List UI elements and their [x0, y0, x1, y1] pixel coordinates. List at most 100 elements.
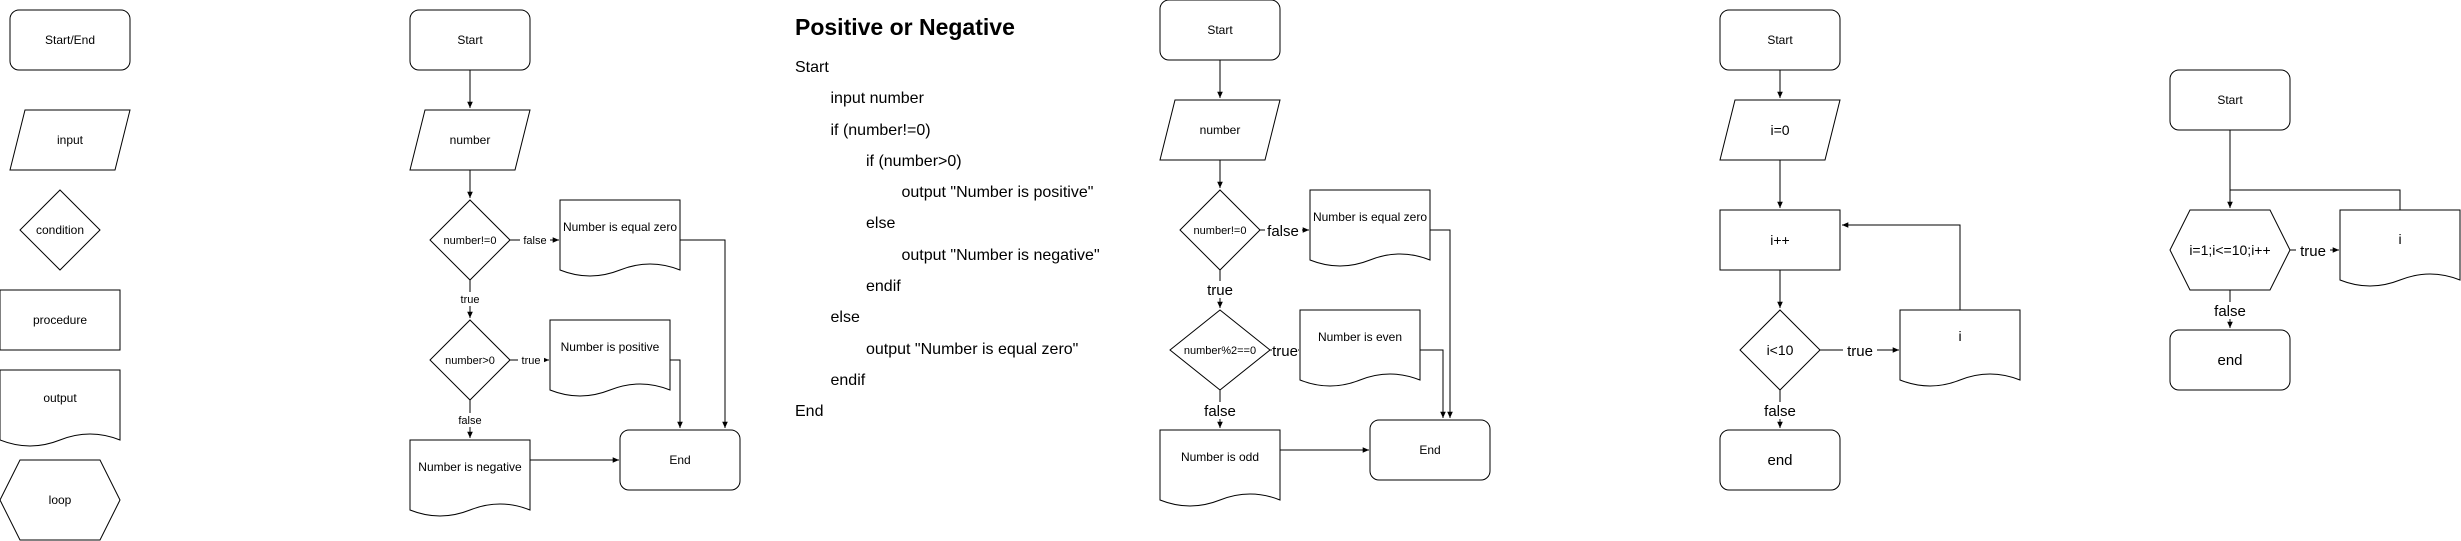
f2-cond2-false-label: false — [1204, 403, 1236, 420]
f2-start-node — [1159, 0, 1281, 61]
f2-cond2-true-bg — [1272, 342, 1298, 359]
f3-output-label: i — [1958, 328, 1961, 344]
f2-cond1-true-bg — [1203, 281, 1237, 298]
f4-start-node — [2169, 69, 2291, 131]
f4-output-label: i — [2398, 231, 2401, 247]
f3-increment-label: i++ — [1770, 232, 1789, 248]
pseudocode-line: else — [830, 309, 860, 327]
f1-start-label: Start — [457, 33, 483, 47]
f2-cond2-label: number%2==0 — [1184, 345, 1256, 357]
f3-init-node — [1719, 99, 1841, 161]
f2-cond1-label: number!=0 — [1194, 225, 1247, 237]
f1-arrow-positive-end — [670, 359, 683, 428]
pseudocode-line: endif — [830, 371, 866, 389]
f2-cond2-true-label: true — [1272, 343, 1298, 360]
f1-cond1-true-bg — [455, 292, 485, 306]
f2-out-even-label: Number is even — [1318, 330, 1402, 344]
legend-input-label: input — [57, 133, 84, 147]
f3-end-label: end — [1767, 452, 1792, 469]
pseudocode-line: endif — [866, 278, 901, 296]
f1-out-positive-label: Number is positive — [561, 340, 660, 354]
f4-loop-label: i=1;i<=10;i++ — [2189, 242, 2270, 258]
f2-arrow-even-end — [1420, 349, 1446, 418]
legend-procedure-label: procedure — [33, 313, 87, 327]
f1-arrow-zero-end — [680, 239, 728, 428]
pseudocode-line: output "Number is equal zero" — [866, 340, 1079, 358]
f3-increment-node — [1719, 209, 1841, 271]
legend: Start/End input condition procedure outp… — [0, 9, 131, 541]
pseudocode-line: input number — [830, 90, 924, 108]
pseudocode-title: Positive or Negative — [795, 14, 1015, 40]
f4-arrow-output-loopback — [2230, 189, 2401, 210]
pseudocode-line: else — [866, 215, 896, 233]
f1-cond1-true-label: true — [461, 294, 480, 306]
f2-end-label: End — [1419, 443, 1440, 457]
f4-start-label: Start — [2217, 93, 2243, 107]
f3-cond-true-label: true — [1847, 343, 1873, 360]
legend-start-end-shape — [9, 9, 131, 71]
legend-loop-label: loop — [49, 493, 72, 507]
f1-cond1-label: number!=0 — [444, 235, 497, 247]
f1-cond2-true-label: true — [522, 355, 541, 367]
legend-condition-label: condition — [36, 223, 84, 237]
f3-start-node — [1719, 9, 1841, 71]
legend-condition-shape — [19, 189, 101, 271]
legend-loop-shape — [0, 459, 121, 541]
pseudocode-line: output "Number is positive" — [901, 184, 1094, 202]
f4-end-label: end — [2217, 352, 2242, 369]
f2-start-label: Start — [1207, 23, 1233, 37]
f2-out-odd-node — [1159, 429, 1281, 507]
legend-start-end-label: Start/End — [45, 33, 95, 47]
pseudocode-line: output "Number is negative" — [901, 246, 1100, 264]
f2-out-zero-node — [1309, 189, 1431, 267]
f1-cond1-false-label: false — [523, 235, 546, 247]
f1-out-positive-node — [549, 319, 671, 397]
f2-cond1-true-label: true — [1207, 282, 1233, 299]
pseudocode-line: End — [795, 403, 824, 421]
legend-procedure-shape — [0, 289, 121, 351]
f2-end-node — [1369, 419, 1491, 481]
f1-out-zero-node — [559, 199, 681, 277]
f2-cond2-node — [1169, 309, 1271, 391]
f4-loop-true-label: true — [2300, 243, 2326, 260]
f3-cond-false-label: false — [1764, 403, 1796, 420]
f3-start-label: Start — [1767, 33, 1793, 47]
flowchart-for-loop: Start i=1;i<=10;i++ true false i end — [2169, 69, 2461, 391]
f2-cond1-false-bg — [1265, 222, 1302, 239]
f4-loop-true-bg — [2296, 242, 2330, 259]
f2-cond2-false-bg — [1202, 402, 1238, 419]
f2-cond1-node — [1179, 189, 1261, 271]
f1-end-label: End — [669, 453, 690, 467]
f1-cond2-label: number>0 — [445, 355, 495, 367]
f2-out-odd-label: Number is odd — [1181, 450, 1259, 464]
f4-end-node — [2169, 329, 2291, 391]
flowchart-even-odd: Start number number!=0 false true Number… — [1159, 0, 1491, 507]
f1-out-negative-label: Number is negative — [418, 460, 522, 474]
f2-out-even-node — [1299, 309, 1421, 387]
f1-input-node — [409, 109, 531, 171]
f4-loop-false-bg — [2212, 302, 2248, 319]
f4-output-node — [2339, 209, 2461, 287]
f1-cond1-node — [429, 199, 511, 281]
f2-cond1-false-label: false — [1267, 223, 1299, 240]
f3-cond-false-bg — [1762, 402, 1798, 419]
flowchart-positive-negative: Start number number!=0 false true Number… — [409, 9, 741, 517]
f1-cond2-node — [429, 319, 511, 401]
f1-start-node — [409, 9, 531, 71]
f2-arrow-zero-end — [1430, 229, 1453, 418]
f1-out-negative-node — [409, 439, 531, 517]
legend-input-shape — [9, 109, 131, 171]
flowchart-while-loop: Start i=0 i++ i<10 true false i end — [1719, 9, 2021, 491]
legend-output-label: output — [43, 391, 77, 405]
f3-cond-true-bg — [1843, 342, 1877, 359]
f4-loop-node — [2169, 209, 2291, 291]
f1-input-label: number — [450, 133, 491, 147]
f3-cond-node — [1739, 309, 1821, 391]
f3-output-node — [1899, 309, 2021, 387]
f1-cond2-true-bg — [518, 353, 544, 367]
f1-cond2-false-label: false — [458, 415, 481, 427]
f1-cond1-false-bg — [520, 233, 550, 247]
